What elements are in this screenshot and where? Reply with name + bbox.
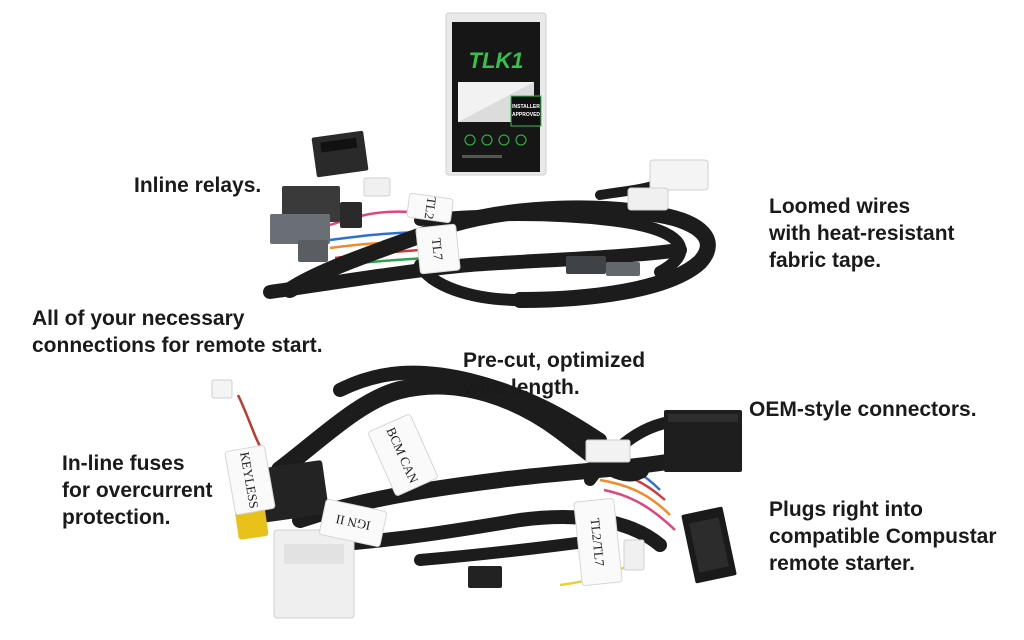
package-badge-line-2: APPROVED bbox=[512, 112, 540, 118]
callout-line: Loomed wires bbox=[769, 195, 911, 218]
callout-line: fabric tape. bbox=[769, 249, 882, 272]
package-badge-line-1: INSTALLER bbox=[512, 104, 540, 110]
callout-line: for overcurrent bbox=[62, 479, 213, 502]
callout-plugs-right-in: Plugs right into compatible Compustar re… bbox=[769, 496, 997, 577]
callout-line: All of your necessary bbox=[32, 307, 245, 330]
callout-line: Plugs right into bbox=[769, 498, 923, 521]
callout-line: remote starter. bbox=[769, 552, 915, 575]
svg-text:IGN II: IGN II bbox=[334, 512, 371, 534]
top-label-tl7: TL7 bbox=[415, 223, 461, 275]
svg-text:TL7: TL7 bbox=[429, 237, 446, 261]
package-brand: TLK1 bbox=[469, 48, 524, 73]
callout-oem-connectors: OEM-style connectors. bbox=[749, 396, 977, 423]
callout-necessary-connections: All of your necessary connections for re… bbox=[32, 305, 323, 359]
svg-text:TL2: TL2 bbox=[422, 196, 440, 220]
inline-relays bbox=[270, 130, 369, 262]
bottom-label-bcm-can: BCM CAN bbox=[368, 414, 438, 496]
callout-pre-cut: Pre-cut, optimized wire length. bbox=[463, 347, 645, 401]
bottom-harness: BCM CAN KEYLESS IGN II TL2/TL7 bbox=[211, 365, 742, 619]
white-connectors bbox=[363, 159, 709, 276]
callout-line: with heat-resistant bbox=[769, 222, 955, 245]
bottom-label-ign: IGN II bbox=[318, 499, 388, 547]
callout-line: wire length. bbox=[463, 376, 580, 399]
bottom-label-tl2-tl7: TL2/TL7 bbox=[573, 497, 623, 587]
svg-text:TL2/TL7: TL2/TL7 bbox=[588, 517, 608, 567]
callout-line: Inline relays. bbox=[134, 174, 262, 197]
callout-line: In-line fuses bbox=[62, 452, 185, 475]
callout-line: protection. bbox=[62, 506, 171, 529]
callout-loomed-wires: Loomed wires with heat-resistant fabric … bbox=[769, 193, 955, 274]
callout-line: compatible Compustar bbox=[769, 525, 997, 548]
callout-line: Pre-cut, optimized bbox=[463, 349, 646, 372]
callout-line: OEM-style connectors. bbox=[749, 398, 977, 421]
top-harness: TL7 TL2 bbox=[263, 130, 716, 308]
bottom-label-keyless: KEYLESS bbox=[224, 444, 276, 516]
top-label-tl2: TL2 bbox=[406, 192, 454, 224]
compustar-plug bbox=[681, 506, 737, 584]
tlk1-package: TLK1 INSTALLER APPROVED bbox=[445, 12, 547, 176]
oem-connector bbox=[664, 410, 742, 472]
white-plug-bottom bbox=[211, 379, 645, 619]
callout-line: connections for remote start. bbox=[32, 334, 323, 357]
callout-inline-fuses: In-line fuses for overcurrent protection… bbox=[62, 450, 213, 531]
callout-inline-relays: Inline relays. bbox=[134, 172, 261, 199]
top-harness-loom bbox=[263, 175, 716, 308]
